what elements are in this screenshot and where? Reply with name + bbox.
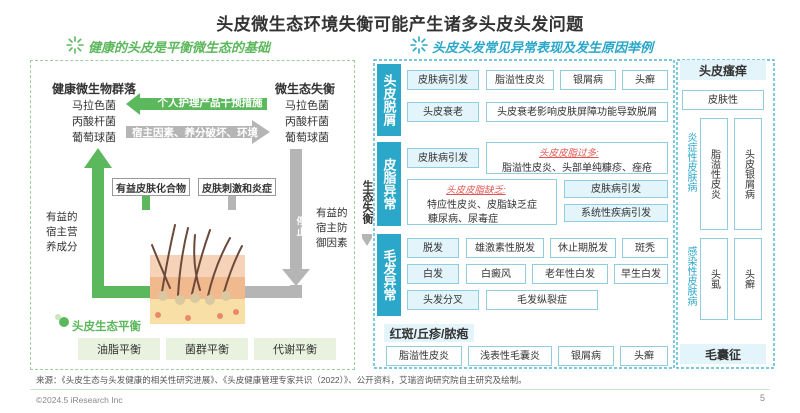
inflammatory-item: 脂溢性皮炎: [700, 118, 728, 230]
inflammatory-label: 炎症性皮肤病: [685, 132, 696, 192]
sebum-deficit-detail: 糠尿病、尿毒症: [428, 214, 498, 225]
left-connector: [92, 285, 150, 298]
sebum-deficit-detail: 特应性皮炎、皮脂缺乏症: [427, 200, 537, 211]
metabolic-balance-pill: 代谢平衡: [254, 338, 336, 360]
disruption-label: 宿主因素、养分破坏、环境: [132, 126, 258, 139]
defense-text: 有益的 宿主防 御因素: [316, 207, 348, 249]
split-ends: 头发分叉: [407, 290, 479, 310]
category-hair: 毛发异常: [377, 234, 401, 316]
intervention-arrow: [126, 93, 267, 115]
scalp-aging-detail: 头皮衰老影响皮肤屏障功能导致脱屑: [486, 102, 668, 122]
scurf-cause: 皮肤病引发: [407, 70, 479, 90]
imbalance-down-arrow: [362, 234, 372, 246]
redbump-item: 脂溢性皮炎: [386, 346, 462, 366]
copyright: ©2024.5 iResearch Inc: [36, 395, 123, 405]
imbalance-item: 马拉色菌: [285, 100, 329, 112]
imbalance-list: 马拉色菌 丙酸杆菌 葡萄球菌: [285, 98, 329, 146]
skin-illustration: [150, 224, 245, 324]
irritation-box: 皮肤刺激和炎症: [198, 178, 276, 196]
left-section-heading: 健康的头皮是平衡微生态的基础: [88, 40, 271, 55]
white-hair: 白发: [407, 264, 459, 284]
ecology-imbalance-label: 生态失衡: [361, 180, 373, 224]
right-panel-frame: [373, 59, 775, 369]
scurf-item: 银屑病: [560, 70, 616, 90]
sebum-excess-box: 头皮皮脂过多: 脂溢性皮炎、头部单纯糠疹、痤疮: [486, 142, 668, 174]
infectious-label: 感染性皮肤病: [685, 246, 696, 306]
hair-item: 雄激素性脱发: [466, 238, 544, 258]
balance-heading: 头皮生态平衡: [72, 321, 141, 333]
stop-label: 停止: [296, 216, 306, 237]
intervention-label: 个人护理产品干预措施: [157, 96, 263, 109]
right-connector: [245, 285, 302, 298]
nutrient-text: 有益的 宿主营 养成分: [46, 211, 78, 253]
itch-skin-cause: 皮肤性: [682, 90, 764, 110]
balance-dot: [59, 317, 69, 327]
redbump-item: 浅表性毛囊炎: [468, 346, 552, 366]
hair-item: 毛发纵裂症: [486, 290, 598, 310]
oily-skin-cause: 皮肤病引发: [564, 180, 668, 198]
footer-divider: [30, 389, 770, 390]
infectious-item: 头癣: [734, 238, 762, 320]
right-section-heading: 头皮头发常见异常表现及发生原因举例: [432, 40, 654, 55]
healthy-item: 马拉色菌: [72, 100, 116, 112]
sebum-excess-detail: 脂溢性皮炎、头部单纯糠疹、痤疮: [502, 163, 652, 174]
imbalance-item: 丙酸杆菌: [285, 116, 329, 128]
infectious-item: 头虱: [700, 238, 728, 320]
sebum-deficit-box: 头皮皮脂缺乏: 特应性皮炎、皮脂缺乏症 糠尿病、尿毒症: [407, 179, 557, 225]
scalp-itch-header: 头皮瘙痒: [680, 60, 766, 80]
hair-item: 老年性白发: [532, 264, 608, 284]
healthy-item: 丙酸杆菌: [72, 116, 116, 128]
healthy-list: 马拉色菌 丙酸杆菌 葡萄球菌: [72, 98, 116, 146]
redbump-item: 头癣: [620, 346, 668, 366]
beneficial-compound-box: 有益皮肤化合物: [112, 178, 190, 196]
page-number: 5: [760, 393, 766, 403]
flora-balance-pill: 菌群平衡: [166, 338, 248, 360]
sebum-deficit-note: 头皮皮脂缺乏:: [446, 185, 506, 196]
sparkle-icon: [410, 36, 428, 54]
left-panel: [30, 60, 355, 370]
imbalance-item: 葡萄球菌: [285, 132, 329, 144]
hair-item: 斑秃: [622, 238, 668, 258]
nutrient-up-arrow: [84, 148, 112, 285]
page-title: 头皮微生态环境失衡可能产生诸多头皮头发问题: [216, 15, 584, 34]
defense-down-arrow: [282, 149, 310, 286]
hair-item: 休止期脱发: [550, 238, 616, 258]
oily-cause: 皮肤病引发: [407, 148, 479, 168]
scalp-aging: 头皮衰老: [407, 102, 479, 122]
healthy-community-heading: 健康微生物群落: [52, 82, 137, 96]
scurf-item: 头癣: [622, 70, 668, 90]
hair-item: 白癜风: [466, 264, 526, 284]
ecology-cycle-arrows: [55, 93, 310, 327]
sparkle-icon: [66, 36, 84, 54]
oily-system-cause: 系统性疾病引发: [564, 204, 668, 222]
healthy-item: 葡萄球菌: [72, 132, 116, 144]
scurf-item: 脂溢性皮炎: [486, 70, 554, 90]
imbalance-heading: 微生态失衡: [275, 82, 336, 96]
category-oily: 皮脂异常: [377, 142, 401, 226]
redbump-item: 银屑病: [558, 346, 614, 366]
hair-item: 早生白发: [614, 264, 668, 284]
hair-loss: 脱发: [407, 238, 459, 258]
inflammatory-item: 头皮银屑病: [734, 118, 762, 230]
source-note: 来源：《头皮生态与头发健康的相关性研究进展》、《头皮健康管理专家共识（2022）…: [36, 375, 527, 385]
sebum-excess-note: 头皮皮脂过多:: [539, 148, 599, 159]
category-redbump: 红斑/丘疹/脓疱: [384, 324, 474, 342]
disruption-arrow: [126, 120, 270, 144]
oil-balance-pill: 油脂平衡: [78, 338, 160, 360]
folliculitis-header: 毛囊征: [680, 344, 766, 364]
category-scurf: 头皮脱屑: [377, 64, 401, 136]
